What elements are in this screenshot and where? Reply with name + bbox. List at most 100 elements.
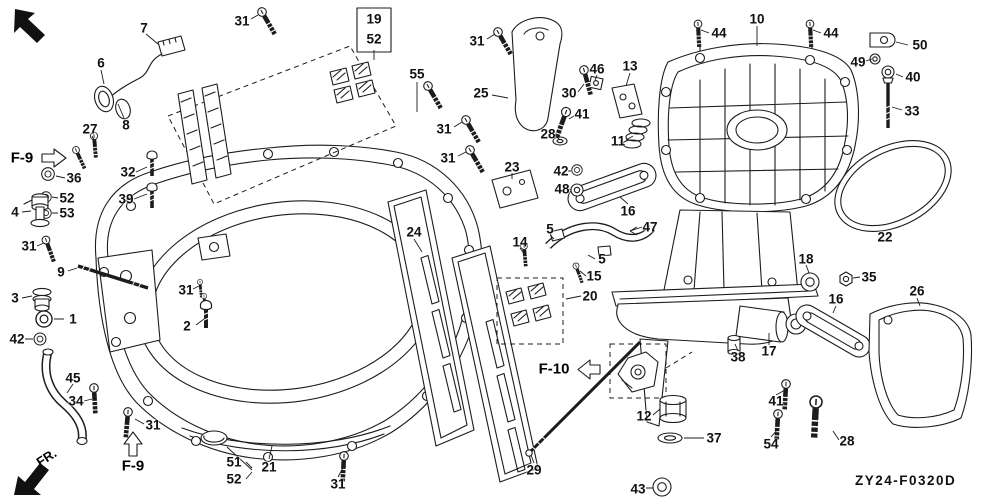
part-label-31: 31 [178, 282, 194, 298]
ref-label-f-10: F-10 [538, 360, 570, 378]
ref-label-f-9: F-9 [121, 457, 145, 475]
connector-grommet-6-7-8 [93, 35, 186, 120]
ref-arrow-f9-top-icon [41, 148, 67, 168]
part-label-31: 31 [234, 13, 250, 29]
part-label-15: 15 [586, 268, 602, 284]
part-label-7: 7 [140, 20, 148, 36]
part-label-31: 31 [21, 238, 37, 254]
part-label-55: 55 [409, 66, 425, 82]
part-label-49: 49 [850, 54, 866, 70]
part-label-38: 38 [730, 349, 746, 365]
nut-12-washer-37-ring-43 [652, 394, 687, 497]
part-label-32: 32 [120, 164, 136, 180]
part-label-31: 31 [440, 150, 456, 166]
bolt-40-33-cluster [869, 32, 896, 128]
part-label-43: 43 [630, 481, 646, 497]
part-label-6: 6 [97, 55, 105, 71]
part-label-42: 42 [553, 163, 569, 179]
part-label-14: 14 [512, 234, 528, 250]
hose-45 [41, 348, 88, 446]
part-label-34: 34 [68, 393, 84, 409]
part-label-37: 37 [706, 430, 722, 446]
part-label-28: 28 [540, 126, 556, 142]
part-label-26: 26 [909, 283, 925, 299]
part-label-30: 30 [561, 85, 577, 101]
ref-arrow-f10-icon [577, 359, 601, 380]
fin-panels [387, 189, 564, 483]
part-label-31: 31 [330, 476, 346, 492]
part-label-12: 12 [636, 408, 652, 424]
part-label-53: 53 [59, 205, 75, 221]
part-label-35: 35 [861, 269, 877, 285]
part-label-51: 51 [226, 454, 242, 470]
part-label-25: 25 [473, 85, 489, 101]
part-label-24: 24 [406, 224, 422, 240]
part-label-29: 29 [526, 462, 542, 478]
part-label-46: 46 [589, 61, 605, 77]
part-label-54: 54 [763, 436, 779, 452]
o-ring-22 [834, 140, 952, 232]
main-cover-outline [94, 144, 483, 463]
part-label-11: 11 [610, 133, 626, 149]
part-label-5: 5 [546, 221, 554, 237]
part-label-33: 33 [904, 103, 920, 119]
part-label-52: 52 [59, 190, 75, 206]
part-label-16: 16 [828, 291, 844, 307]
part-label-8: 8 [122, 117, 130, 133]
part-label-18: 18 [798, 251, 814, 267]
part-label-40: 40 [905, 69, 921, 85]
part-label-19: 19 [366, 11, 382, 27]
bracket-25 [511, 17, 563, 132]
part-label-28: 28 [839, 433, 855, 449]
part-label-41: 41 [574, 106, 590, 122]
part-label-16: 16 [620, 203, 636, 219]
leader-lines [21, 14, 921, 489]
upper-case-10 [657, 31, 859, 213]
ref-arrow-f9-bottom-icon [123, 431, 143, 457]
part-label-31: 31 [469, 33, 485, 49]
part-label-31: 31 [145, 417, 161, 433]
part-label-4: 4 [11, 204, 19, 220]
part-label-13: 13 [622, 58, 638, 74]
arrow-top-left-icon [14, 9, 45, 43]
part-label-3: 3 [11, 290, 19, 306]
rings-3-1-42 [32, 287, 53, 346]
part-label-20: 20 [582, 288, 598, 304]
part-label-48: 48 [554, 181, 570, 197]
long-bolt-29 [525, 340, 642, 457]
part-label-47: 47 [642, 219, 658, 235]
part-label-23: 23 [504, 159, 520, 175]
fitting-4-rings [23, 167, 55, 228]
part-label-2: 2 [183, 318, 191, 334]
ref-label-f-9: F-9 [10, 149, 34, 167]
part-label-52: 52 [366, 31, 382, 47]
part-label-9: 9 [57, 264, 65, 280]
seal-18 [800, 272, 820, 292]
part-label-39: 39 [118, 191, 134, 207]
seal-strips-region [167, 45, 397, 205]
stud-9 [77, 262, 149, 290]
bearing-holder-17 [735, 305, 785, 343]
part-label-44: 44 [711, 25, 727, 41]
drawing-code: ZY24-F0320D [855, 473, 957, 488]
part-label-36: 36 [66, 170, 82, 186]
side-panel-26 [868, 302, 973, 428]
part-label-41: 41 [768, 393, 784, 409]
part-label-17: 17 [761, 343, 777, 359]
part-label-31: 31 [436, 121, 452, 137]
part-label-21: 21 [261, 459, 277, 475]
part-label-42: 42 [9, 331, 25, 347]
part-label-52: 52 [226, 471, 242, 487]
part-label-1: 1 [69, 311, 77, 327]
part-label-22: 22 [877, 229, 893, 245]
nut-35 [839, 271, 853, 287]
part-label-27: 27 [82, 121, 98, 137]
part-label-5: 5 [598, 251, 606, 267]
part-label-50: 50 [912, 37, 928, 53]
part-label-44: 44 [823, 25, 839, 41]
part-label-45: 45 [65, 370, 81, 386]
plate-23 [491, 169, 539, 209]
